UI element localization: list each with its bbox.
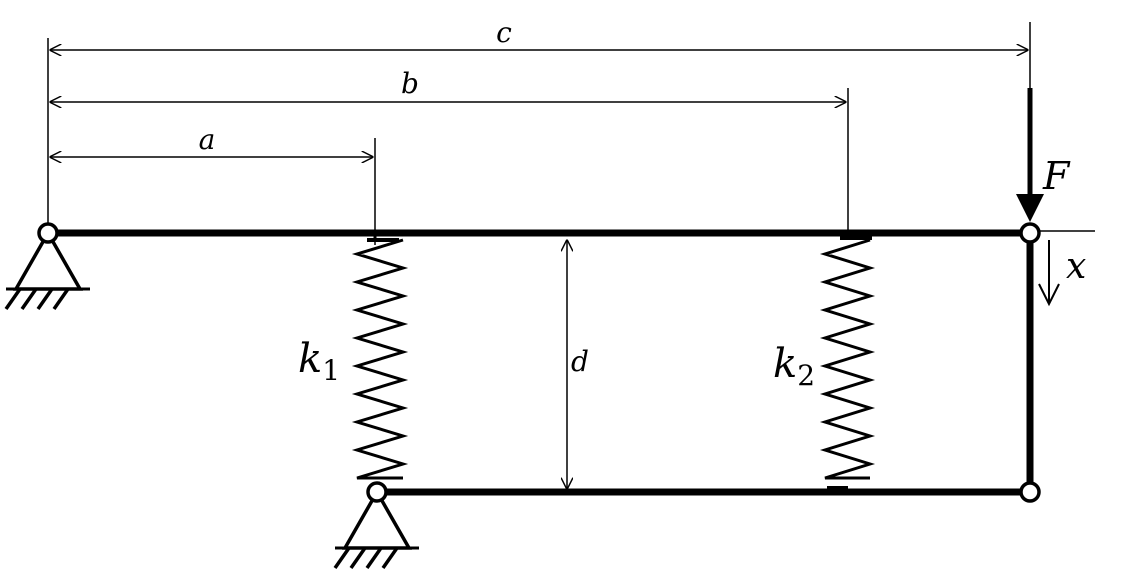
- force-arrow: [1016, 88, 1044, 222]
- label-k1: k1: [298, 336, 340, 387]
- label-b: b: [401, 67, 419, 100]
- label-c: c: [496, 16, 512, 49]
- spring-k2: [819, 236, 876, 490]
- label-displacement: x: [1066, 246, 1086, 287]
- label-force: F: [1042, 154, 1071, 198]
- pin-support-lower: [333, 481, 419, 570]
- hinge-bottom-right: [1019, 481, 1041, 503]
- hinge-top-right: [1019, 222, 1041, 244]
- displacement-arrow: [1038, 240, 1060, 307]
- label-k2: k2: [773, 341, 815, 392]
- label-a: a: [199, 123, 216, 156]
- pin-support-left: [4, 222, 90, 311]
- spring-k1: [351, 236, 409, 480]
- label-d: d: [571, 345, 589, 378]
